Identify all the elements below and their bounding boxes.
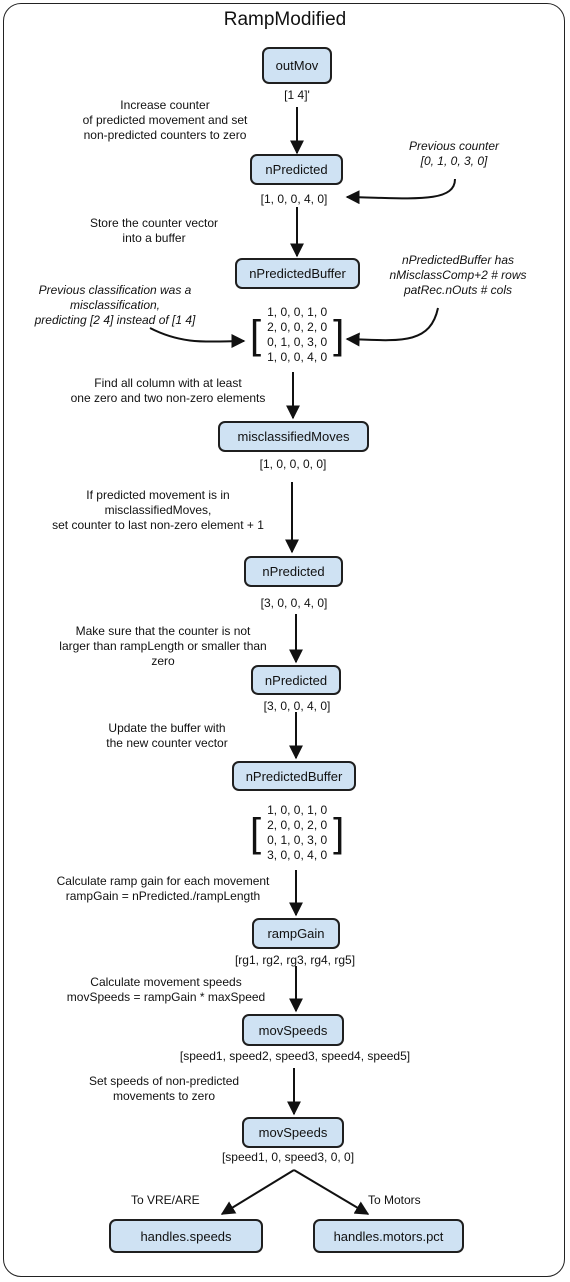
- step-line: larger than rampLength or smaller than: [59, 639, 267, 653]
- step-line: Set speeds of non-predicted: [88, 1074, 240, 1088]
- matrix-row: 2, 0, 0, 2, 0: [267, 320, 328, 334]
- note-line: Previous classification was a: [38, 283, 192, 297]
- matrix-row: 1, 0, 0, 4, 0: [267, 350, 328, 364]
- node-npredictedbuffer-1: nPredictedBuffer: [235, 258, 360, 289]
- note-buffer-info: nPredictedBuffer has nMisclassComp+2 # r…: [389, 253, 526, 298]
- node-npredicted-1: nPredicted: [250, 154, 343, 185]
- value-movspeeds-2: [speed1, 0, speed3, 0, 0]: [221, 1150, 355, 1164]
- arrow-to-motors: [293, 1169, 370, 1215]
- step-line: movSpeeds = rampGain * maxSpeed: [66, 990, 266, 1004]
- arrow-buffer-info: [345, 307, 439, 347]
- node-misclassifiedmoves: misclassifiedMoves: [218, 421, 369, 452]
- value-outmov: [1 4]': [284, 88, 310, 102]
- node-npredictedbuffer-2: nPredictedBuffer: [232, 761, 356, 791]
- node-movspeeds-1: movSpeeds: [242, 1014, 344, 1046]
- note-line: patRec.nOuts # cols: [403, 283, 513, 297]
- step-line: set counter to last non-zero element + 1: [52, 518, 264, 532]
- value-npredicted-3: [3, 0, 0, 4, 0]: [263, 699, 331, 713]
- diagram-title: RampModified: [223, 9, 347, 30]
- value-rampgain: [rg1, rg2, rg3, rg4, rg5]: [234, 953, 356, 967]
- note-previous-counter: Previous counter [0, 1, 0, 3, 0]: [409, 139, 499, 169]
- matrix-row: 2, 0, 0, 2, 0: [267, 818, 328, 832]
- step-line: into a buffer: [122, 231, 186, 245]
- branch-label-vre: To VRE/ARE: [131, 1193, 200, 1207]
- step-line: one zero and two non-zero elements: [70, 391, 266, 405]
- node-npredicted-3: nPredicted: [251, 665, 341, 695]
- node-movspeeds-2: movSpeeds: [242, 1117, 344, 1148]
- note-line: nPredictedBuffer has: [401, 253, 515, 267]
- step-update-buffer: Update the buffer with the new counter v…: [106, 721, 227, 751]
- matrix-buffer-1: [ 1, 0, 0, 1, 0 2, 0, 0, 2, 0 0, 1, 0, 3…: [250, 305, 344, 365]
- step-increase-counter: Increase counter of predicted movement a…: [83, 98, 248, 143]
- matrix-left-bracket: [: [250, 313, 262, 357]
- step-line: Find all column with at least: [94, 376, 242, 390]
- matrix-left-bracket: [: [250, 811, 262, 855]
- value-movspeeds-1: [speed1, speed2, speed3, speed4, speed5]: [179, 1049, 411, 1063]
- matrix-row: 0, 1, 0, 3, 0: [267, 335, 328, 349]
- matrix-row: 3, 0, 0, 4, 0: [267, 848, 328, 862]
- arrow-to-vre: [220, 1169, 295, 1215]
- step-set-speeds: Set speeds of non-predicted movements to…: [89, 1074, 239, 1104]
- matrix-row: 1, 0, 0, 1, 0: [267, 803, 328, 817]
- matrix-buffer-2: [ 1, 0, 0, 1, 0 2, 0, 0, 2, 0 0, 1, 0, 3…: [250, 803, 344, 863]
- step-find-columns: Find all column with at least one zero a…: [71, 376, 266, 406]
- step-line: the new counter vector: [106, 736, 228, 750]
- matrix-right-bracket: ]: [333, 313, 345, 357]
- step-line: non-predicted counters to zero: [83, 128, 247, 142]
- step-line: Increase counter: [120, 98, 210, 112]
- matrix-row: 1, 0, 0, 1, 0: [267, 305, 328, 319]
- step-line: rampGain = nPredicted./rampLength: [65, 889, 261, 903]
- step-store-counter: Store the counter vector into a buffer: [90, 216, 218, 246]
- node-outmov: outMov: [262, 47, 332, 84]
- note-line: [0, 1, 0, 3, 0]: [420, 154, 488, 168]
- step-line: zero: [151, 654, 175, 668]
- matrix-row: 0, 1, 0, 3, 0: [267, 833, 328, 847]
- step-line: Store the counter vector: [89, 216, 219, 230]
- diagram-frame: [3, 3, 565, 1277]
- note-line: misclassification,: [69, 298, 161, 312]
- note-line: Previous counter: [408, 139, 500, 153]
- step-calculate-ramp-gain: Calculate ramp gain for each movement ra…: [57, 874, 270, 904]
- step-line: Make sure that the counter is not: [75, 624, 251, 638]
- step-line: movements to zero: [112, 1089, 216, 1103]
- node-rampgain: rampGain: [252, 918, 340, 949]
- step-line: of predicted movement and set: [82, 113, 248, 127]
- matrix-right-bracket: ]: [333, 811, 345, 855]
- step-line: misclassifiedMoves,: [104, 503, 212, 517]
- note-previous-classification: Previous classification was a misclassif…: [35, 283, 196, 328]
- value-misclassifiedmoves: [1, 0, 0, 0, 0]: [259, 457, 327, 471]
- step-make-sure: Make sure that the counter is not larger…: [59, 624, 266, 669]
- value-npredicted-2: [3, 0, 0, 4, 0]: [260, 596, 328, 610]
- step-line: Calculate ramp gain for each movement: [56, 874, 270, 888]
- note-line: nMisclassComp+2 # rows: [389, 268, 527, 282]
- node-handles-motors-pct: handles.motors.pct: [313, 1219, 464, 1253]
- branch-label-motors: To Motors: [368, 1193, 421, 1207]
- node-handles-speeds: handles.speeds: [109, 1219, 263, 1253]
- note-line: predicting [2 4] instead of [1 4]: [34, 313, 196, 327]
- arrow-previous-counter: [345, 178, 456, 205]
- arrow-previous-classification: [149, 327, 246, 349]
- step-calculate-speeds: Calculate movement speeds movSpeeds = ra…: [67, 975, 265, 1005]
- value-npredicted-1: [1, 0, 0, 4, 0]: [260, 192, 328, 206]
- step-line: If predicted movement is in: [86, 488, 230, 502]
- step-line: Update the buffer with: [108, 721, 226, 735]
- node-npredicted-2: nPredicted: [244, 556, 343, 587]
- step-if-predicted: If predicted movement is in misclassifie…: [52, 488, 264, 533]
- step-line: Calculate movement speeds: [90, 975, 242, 989]
